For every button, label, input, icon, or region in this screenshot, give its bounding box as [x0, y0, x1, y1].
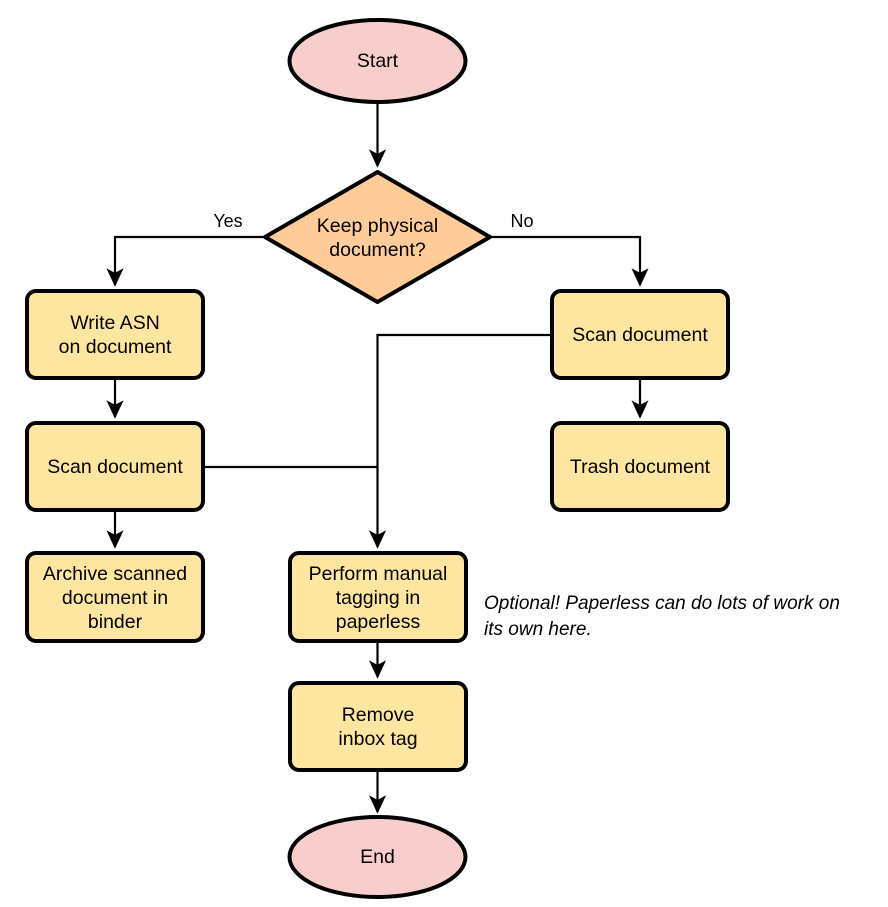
scan-document-right-box[interactable] — [550, 289, 730, 380]
archive-label-line2: document in — [62, 587, 168, 609]
write-asn-box[interactable] — [25, 289, 205, 380]
connector-layer — [106, 103, 649, 814]
archive-box[interactable] — [25, 551, 205, 643]
trash-document-label: Trash document — [570, 456, 711, 478]
manual-tagging-label-line1: Perform manual — [309, 563, 448, 585]
end-ellipse[interactable] — [287, 815, 468, 899]
manual-tagging-label-line3: paperless — [336, 611, 421, 633]
write-asn-label-line1: Write ASN — [70, 312, 160, 334]
node-scan-document-right[interactable]: Scan document — [550, 289, 730, 380]
annotation-optional-note: Optional! Paperless can do lots of work … — [484, 593, 840, 640]
archive-label-line1: Archive scanned — [43, 563, 187, 585]
scan-document-right-label: Scan document — [572, 324, 708, 346]
scan-document-left-label: Scan document — [47, 456, 183, 478]
node-perform-manual-tagging[interactable]: Perform manual tagging in paperless — [288, 551, 468, 643]
decision-label-line2: document? — [329, 239, 426, 261]
end-label: End — [360, 846, 395, 868]
node-trash-document[interactable]: Trash document — [550, 421, 730, 512]
scan-document-left-box[interactable] — [25, 421, 205, 512]
edge-scan-right-to-manual-tagging — [368, 333, 552, 549]
edge-label-no: No — [510, 211, 533, 231]
manual-tagging-label-line2: tagging in — [336, 587, 421, 609]
optional-note-line1: Optional! Paperless can do lots of work … — [484, 593, 840, 614]
edge-decision-yes-to-write-asn — [106, 235, 265, 287]
node-start[interactable]: Start — [287, 18, 468, 104]
archive-label-line3: binder — [88, 611, 143, 633]
node-decision-keep-physical-document[interactable]: Keep physical document? — [263, 170, 492, 304]
manual-tagging-box[interactable] — [288, 551, 468, 643]
edge-label-yes: Yes — [213, 211, 242, 231]
node-archive-scanned-document[interactable]: Archive scanned document in binder — [25, 551, 205, 643]
node-scan-document-left[interactable]: Scan document — [25, 421, 205, 512]
trash-document-box[interactable] — [550, 421, 730, 512]
node-write-asn-on-document[interactable]: Write ASN on document — [25, 289, 205, 380]
decision-label-line1: Keep physical — [317, 215, 438, 237]
remove-inbox-tag-box[interactable] — [288, 681, 468, 772]
write-asn-label-line2: on document — [59, 336, 172, 358]
edge-decision-no-to-scan-right — [490, 235, 649, 287]
decision-diamond[interactable] — [263, 170, 492, 304]
remove-inbox-tag-label-line1: Remove — [342, 704, 415, 726]
start-ellipse[interactable] — [287, 18, 468, 104]
remove-inbox-tag-label-line2: inbox tag — [338, 728, 417, 750]
node-end[interactable]: End — [287, 815, 468, 899]
node-remove-inbox-tag[interactable]: Remove inbox tag — [288, 681, 468, 772]
start-label: Start — [357, 50, 399, 72]
optional-note-line2: its own here. — [484, 619, 592, 640]
